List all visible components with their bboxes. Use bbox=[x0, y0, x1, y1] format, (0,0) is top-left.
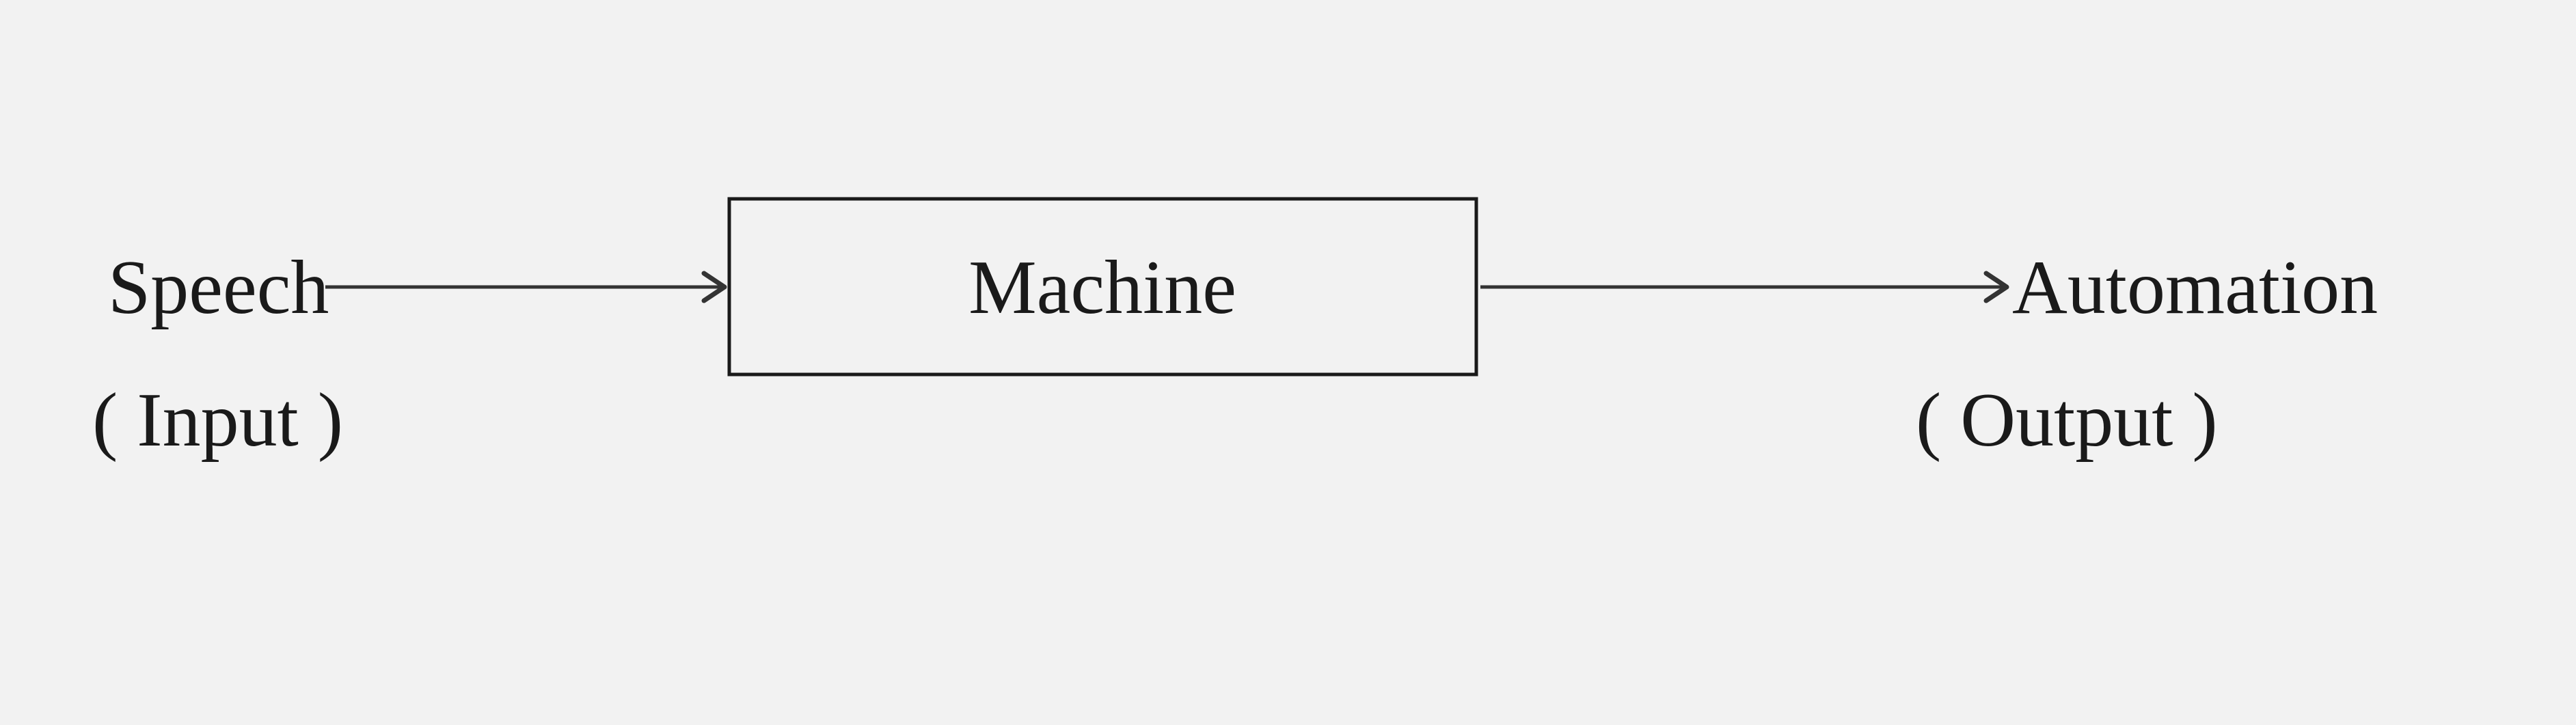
input-node: Speech ( Input ) bbox=[92, 245, 343, 463]
input-caption: ( Input ) bbox=[92, 378, 343, 463]
machine-label: Machine bbox=[968, 245, 1236, 330]
output-caption: ( Output ) bbox=[1916, 378, 2218, 463]
arrow-machine-to-output-head bbox=[1983, 271, 2009, 303]
arrow-machine-to-output bbox=[1480, 271, 2009, 303]
machine-node: Machine bbox=[727, 197, 1478, 377]
output-node: Automation ( Output ) bbox=[1916, 245, 2378, 463]
input-label: Speech bbox=[108, 245, 329, 330]
output-label: Automation bbox=[2012, 245, 2378, 330]
arrow-input-to-machine-head bbox=[701, 271, 727, 303]
machine-box bbox=[727, 197, 1478, 377]
arrow-input-to-machine bbox=[325, 271, 727, 303]
